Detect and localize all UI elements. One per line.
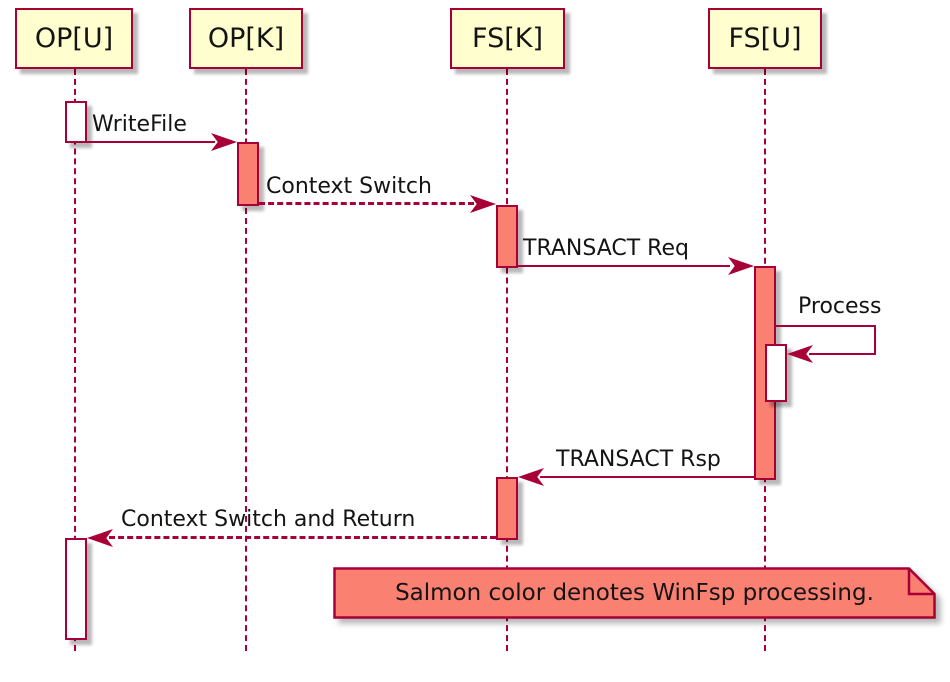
participant-label: FS[K] (472, 23, 543, 54)
activation-fs-u-process (765, 344, 787, 402)
lifeline-op-k (245, 69, 247, 651)
message-process-label: Process (798, 294, 882, 319)
note-text: Salmon color denotes WinFsp processing. (395, 580, 874, 606)
message-return-line (109, 536, 496, 539)
message-context-switch-label: Context Switch (266, 174, 432, 199)
message-transact-req-label: TRANSACT Req (523, 236, 689, 261)
note: Salmon color denotes WinFsp processing. (333, 567, 936, 619)
participant-label: OP[K] (207, 23, 285, 54)
participant-box-fs-u: FS[U] (708, 8, 822, 69)
message-writefile-label: WriteFile (92, 112, 187, 137)
message-transact-rsp-line (540, 476, 754, 478)
message-process-line-back (809, 353, 876, 355)
lifeline-op-u (74, 69, 76, 651)
activation-op-k (237, 142, 259, 206)
participant-box-op-u: OP[U] (15, 8, 133, 69)
arrow-right-icon (728, 257, 754, 275)
participant-box-fs-k: FS[K] (450, 8, 565, 69)
participant-box-op-k: OP[K] (189, 8, 303, 69)
participant-label: OP[U] (34, 23, 114, 54)
message-transact-rsp-label: TRANSACT Rsp (556, 447, 721, 472)
message-transact-req-line (518, 265, 730, 267)
activation-fs-k-request (496, 205, 518, 268)
message-context-switch-line (259, 202, 474, 205)
participant-label: FS[U] (728, 23, 802, 54)
lifeline-fs-k (506, 69, 508, 651)
message-writefile-line (87, 141, 215, 143)
message-process-line-out (776, 325, 876, 327)
message-process-line-down (874, 325, 876, 355)
message-return-label: Context Switch and Return (121, 507, 416, 532)
activation-fs-k-response (496, 477, 518, 540)
note-shape (333, 567, 936, 619)
activation-op-u-end (65, 538, 87, 640)
activation-op-u-start (65, 101, 87, 143)
